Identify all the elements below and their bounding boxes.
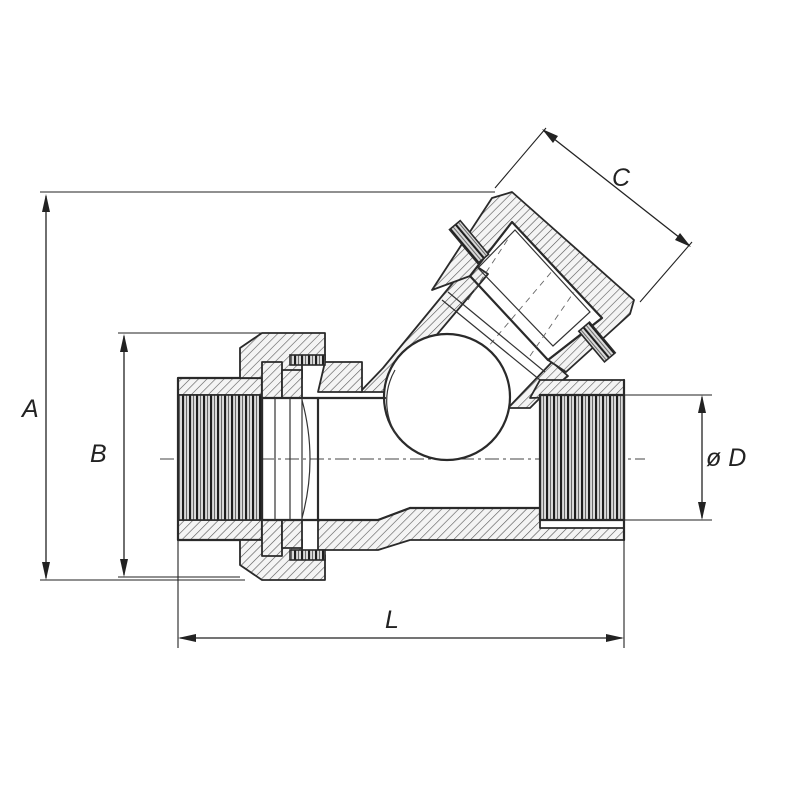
filter-axis-centerline bbox=[404, 249, 571, 446]
dimension-label-a: A bbox=[20, 395, 39, 423]
dimension-d-line bbox=[698, 395, 706, 520]
dimension-label-c: C bbox=[612, 164, 631, 192]
union-assembly bbox=[176, 332, 326, 581]
valve-body bbox=[316, 361, 626, 551]
extension-lines bbox=[40, 127, 712, 648]
dimension-label-l: L bbox=[385, 606, 399, 634]
dimension-a-line bbox=[42, 194, 50, 580]
dimension-label-b: B bbox=[90, 440, 107, 468]
dimension-l-line bbox=[178, 634, 624, 642]
ball bbox=[382, 332, 512, 462]
dimension-c-line bbox=[542, 129, 691, 247]
dimension-b-line bbox=[120, 334, 128, 577]
dimension-label-d: ø D bbox=[706, 444, 746, 472]
